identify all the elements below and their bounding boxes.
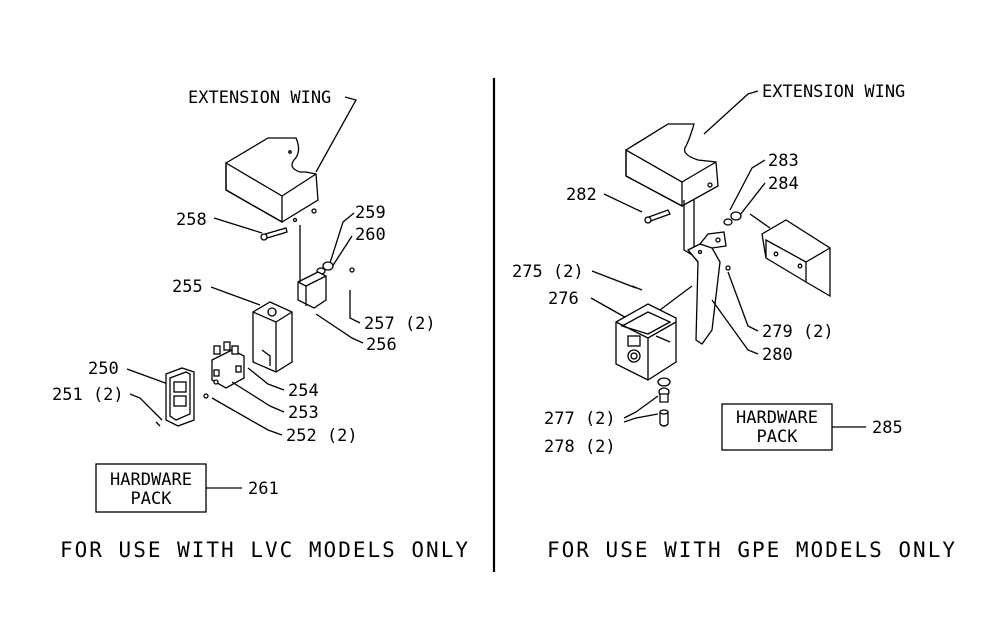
left-leader-258 — [213, 217, 263, 234]
left-label-258: 258 — [176, 210, 207, 230]
left-label-261: 261 — [248, 479, 279, 499]
left-leader-256 — [315, 313, 364, 344]
right-leader-280 — [711, 299, 759, 355]
right-extension-wing-label: EXTENSION WING — [762, 82, 905, 102]
left-label-260: 260 — [355, 225, 386, 245]
left-screw-end — [349, 267, 355, 273]
right-leader-279 — [727, 271, 759, 332]
left-hardware-pack-box — [95, 463, 207, 513]
right-caption: FOR USE WITH GPE MODELS ONLY — [547, 538, 957, 562]
right-label-282: 282 — [566, 185, 597, 205]
right-leader-276 — [590, 297, 631, 321]
left-switch-254 — [211, 341, 245, 389]
left-label-255: 255 — [172, 277, 203, 297]
left-leader-260 — [329, 235, 353, 271]
left-leader-255 — [210, 286, 261, 306]
right-bracket-280 — [683, 200, 727, 345]
right-label-277: 277 (2) — [544, 409, 616, 429]
left-hardware-pack-line1: HARDWARE — [110, 470, 192, 490]
left-cover-plate-250 — [165, 367, 195, 427]
left-screw-252 — [203, 393, 209, 399]
right-label-275: 275 (2) — [512, 262, 584, 282]
left-caption: FOR USE WITH LVC MODELS ONLY — [60, 538, 470, 562]
left-panel-lvc: EXTENSION WING 258 259 260 — [52, 88, 470, 562]
left-screw-252b — [213, 379, 219, 385]
left-label-250: 250 — [88, 359, 119, 379]
left-label-254: 254 — [288, 381, 319, 401]
left-label-253: 253 — [288, 403, 319, 423]
right-screw-279 — [725, 265, 731, 271]
left-leader-257 — [349, 290, 361, 324]
right-screw-282 — [644, 209, 671, 224]
right-leader-282 — [603, 193, 643, 213]
left-bracket-256 — [297, 225, 327, 309]
left-extension-wing-part — [225, 137, 319, 224]
right-label-278: 278 (2) — [544, 437, 616, 457]
left-label-252: 252 (2) — [286, 426, 358, 446]
left-leader-250 — [126, 368, 169, 385]
left-extension-wing-leader — [315, 96, 357, 173]
left-hardware-pack-line2: PACK — [131, 489, 173, 509]
right-leader-278 — [623, 413, 659, 423]
left-leader-251 — [129, 393, 163, 421]
left-label-256: 256 — [366, 335, 397, 355]
right-panel-gpe: EXTENSION WING 283 284 282 — [512, 82, 957, 562]
right-nut-283 — [723, 211, 742, 226]
right-plug-278 — [659, 409, 669, 427]
right-bushing-277 — [657, 377, 671, 403]
right-switch-box-276 — [615, 285, 693, 381]
left-label-251: 251 (2) — [52, 385, 124, 405]
left-extension-wing-label: EXTENSION WING — [188, 88, 331, 108]
right-label-284: 284 — [768, 174, 799, 194]
right-leader-283 — [729, 159, 766, 211]
right-label-280: 280 — [762, 345, 793, 365]
right-label-279: 279 (2) — [762, 322, 834, 342]
right-extension-wing-part — [625, 123, 719, 208]
left-label-259: 259 — [355, 203, 386, 223]
right-label-276: 276 — [548, 289, 579, 309]
right-hardware-pack-box — [721, 403, 833, 451]
left-leader-253 — [231, 381, 285, 413]
left-leader-259 — [329, 212, 355, 264]
left-screw-251 — [155, 421, 161, 427]
right-hardware-pack-line2: PACK — [757, 427, 799, 447]
right-leader-284 — [739, 182, 766, 216]
left-leader-252 — [211, 397, 283, 436]
right-side-bracket — [749, 213, 831, 298]
left-screw-258 — [260, 227, 288, 241]
right-label-283: 283 — [768, 151, 799, 171]
left-label-257: 257 (2) — [364, 314, 436, 334]
right-leader-275 — [591, 270, 637, 289]
right-leader-277 — [623, 395, 659, 419]
right-label-285: 285 — [872, 418, 903, 438]
right-screw-275 — [631, 285, 643, 291]
left-switch-box-255 — [252, 301, 293, 373]
right-hardware-pack-line1: HARDWARE — [736, 408, 818, 428]
right-extension-wing-leader — [703, 90, 759, 135]
left-leader-254 — [247, 367, 285, 391]
